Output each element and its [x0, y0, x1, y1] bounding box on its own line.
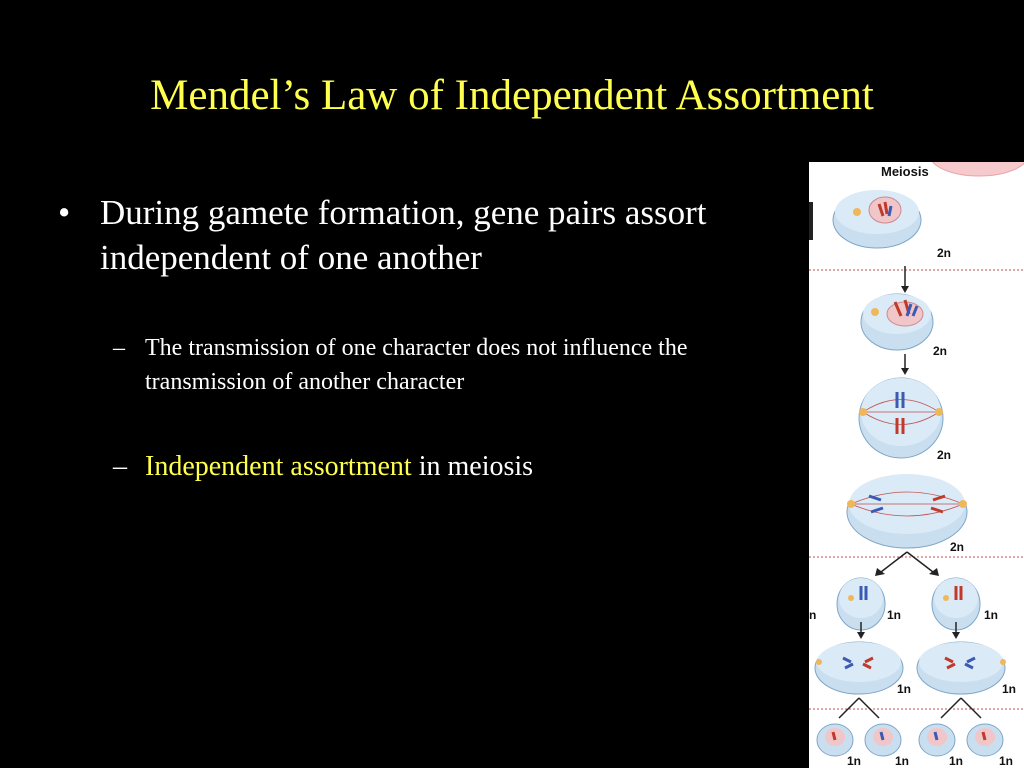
cell-interphase	[832, 190, 922, 249]
cell-daughter-left	[836, 577, 886, 631]
gamete-2	[864, 723, 902, 757]
cell-prophase	[860, 293, 934, 351]
meiosis-diagram	[809, 162, 1024, 757]
ploidy-label: 1n	[895, 754, 910, 768]
ploidy-label: 2n	[933, 344, 948, 358]
gamete-4	[966, 723, 1004, 757]
sub-bullet-content: Independent assortment in meiosis	[145, 449, 533, 485]
bullet-symbol: •	[58, 193, 71, 232]
meiosis-figure: Meiosis 2n 2n 2n 2n n 1n 1n 1n 1n 1n 1n …	[809, 162, 1024, 768]
cell-meiosis2-right	[916, 641, 1006, 695]
cell-meiosis2-left	[814, 641, 904, 695]
gamete-3	[918, 723, 956, 757]
edge-block	[809, 202, 813, 240]
pink-corner-shape	[931, 162, 1024, 177]
cell-daughter-right	[931, 577, 981, 631]
ploidy-label: n	[809, 608, 817, 622]
cell-anaphase	[846, 474, 968, 549]
ploidy-label: 1n	[897, 682, 912, 696]
sub-bullet-text: The transmission of one character does n…	[145, 335, 688, 395]
ploidy-label: 2n	[950, 540, 965, 554]
ploidy-label: 1n	[887, 608, 902, 622]
ploidy-label: 1n	[999, 754, 1014, 768]
ploidy-label: 1n	[984, 608, 999, 622]
cell-metaphase	[858, 377, 944, 459]
ploidy-label: 1n	[949, 754, 964, 768]
dash-symbol: –	[113, 335, 125, 361]
ploidy-label: 1n	[847, 754, 862, 768]
figure-title: Meiosis	[881, 164, 929, 179]
ploidy-label: 2n	[937, 448, 952, 462]
highlight-text: Independent assortment	[145, 451, 412, 482]
sub-bullet-rest: in meiosis	[411, 451, 534, 482]
slide-title: Mendel’s Law of Independent Assortment	[150, 72, 874, 119]
gamete-1	[816, 723, 854, 757]
main-bullet-text: During gamete formation, gene pairs asso…	[100, 193, 707, 277]
ploidy-label: 2n	[937, 246, 952, 260]
dash-symbol: –	[113, 451, 127, 482]
ploidy-label: 1n	[1002, 682, 1017, 696]
